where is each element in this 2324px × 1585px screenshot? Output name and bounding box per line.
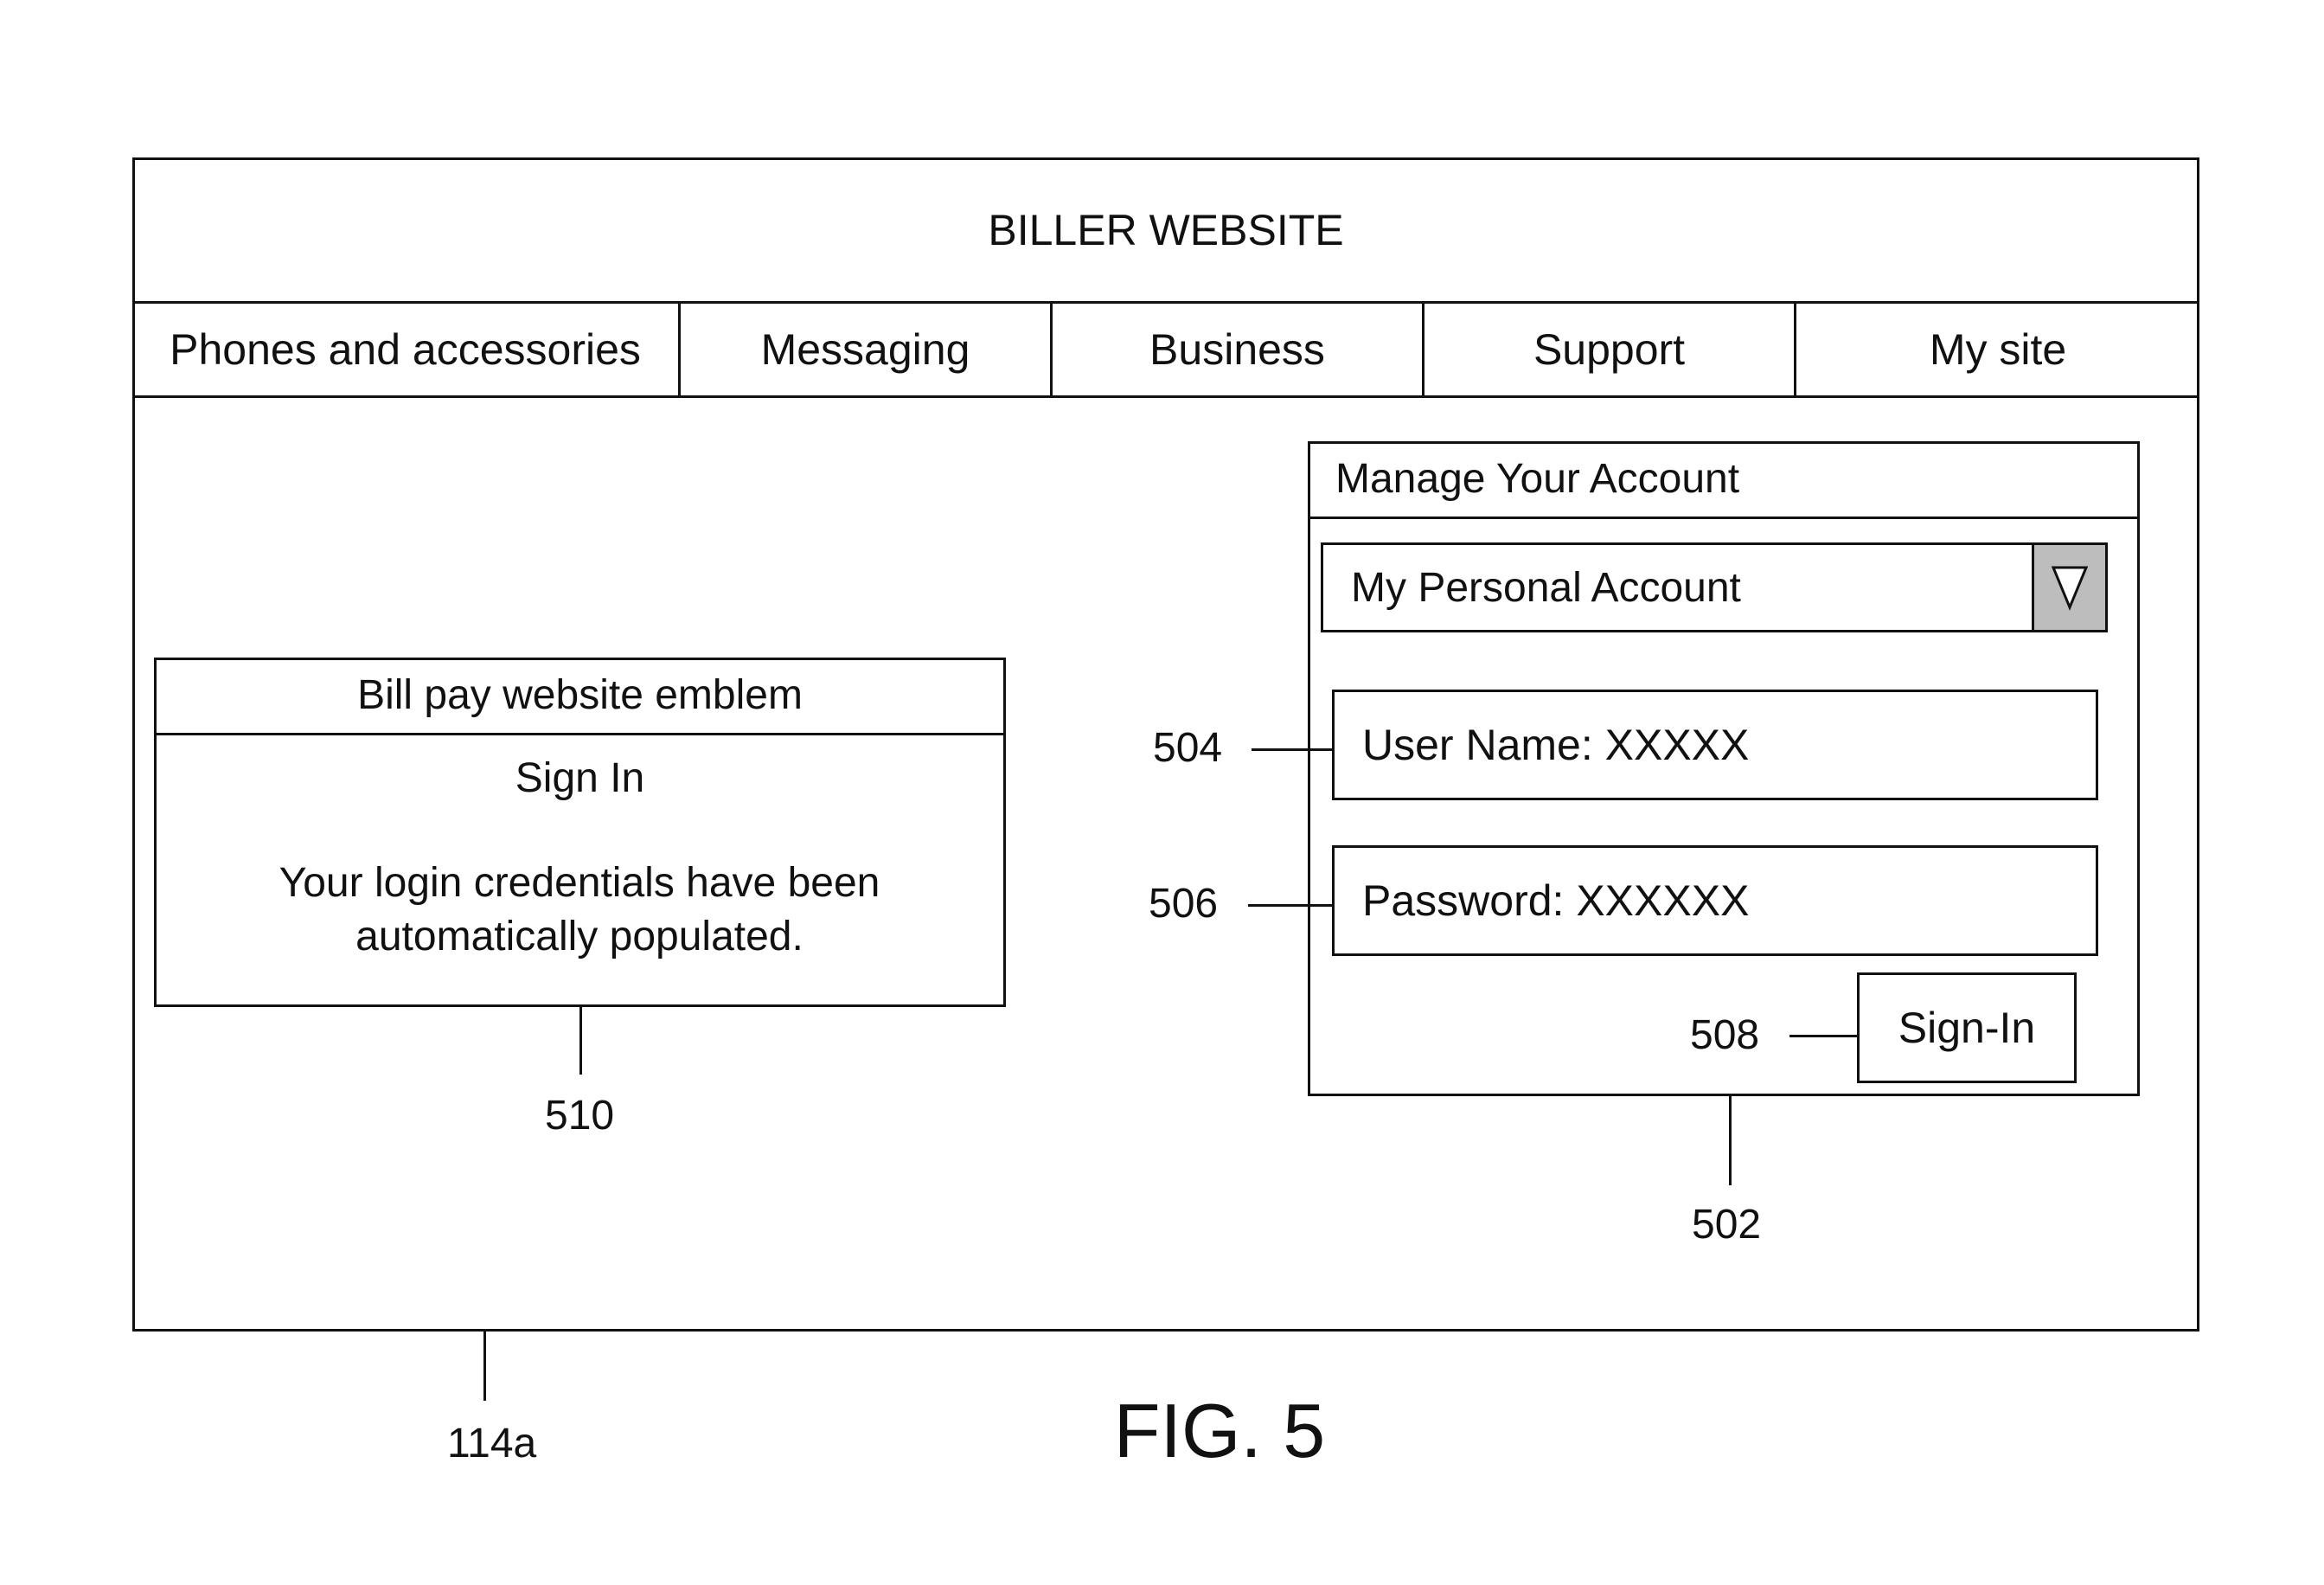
signin-message: Your login credentials have been automat… xyxy=(225,857,934,964)
nav-tab-label: Messaging xyxy=(761,324,970,375)
manage-account-title: Manage Your Account xyxy=(1308,441,2140,519)
leader-line-510 xyxy=(579,1007,582,1075)
ref-numeral-504: 504 xyxy=(1153,728,1222,769)
leader-line-114a xyxy=(483,1332,486,1401)
nav-tab-messaging[interactable]: Messaging xyxy=(678,304,1050,395)
nav-tab-support[interactable]: Support xyxy=(1422,304,1794,395)
nav-tab-label: Phones and accessories xyxy=(170,324,641,375)
nav-tab-label: My site xyxy=(1930,324,2066,375)
leader-line-508 xyxy=(1789,1035,1857,1037)
nav-tab-business[interactable]: Business xyxy=(1050,304,1422,395)
signin-button-label: Sign-In xyxy=(1898,1003,2035,1053)
account-type-selected-value: My Personal Account xyxy=(1351,564,1741,612)
signin-message-line-2: automatically populated. xyxy=(225,910,934,964)
manage-account-title-text: Manage Your Account xyxy=(1335,455,1739,503)
ref-numeral-114a: 114a xyxy=(447,1423,536,1465)
account-type-dropdown-button[interactable] xyxy=(2032,542,2108,632)
password-field-value: Password: XXXXXX xyxy=(1362,876,1749,926)
nav-tab-label: Support xyxy=(1533,324,1685,375)
nav-tab-label: Business xyxy=(1149,324,1325,375)
leader-line-504 xyxy=(1252,748,1332,751)
nav-tab-my-site[interactable]: My site xyxy=(1794,304,2199,395)
nav-bar: Phones and accessories Messaging Busines… xyxy=(132,301,2199,398)
leader-line-502 xyxy=(1729,1096,1732,1185)
username-field[interactable]: User Name: XXXXX xyxy=(1332,690,2098,800)
site-title-text: BILLER WEBSITE xyxy=(988,205,1343,255)
signin-button[interactable]: Sign-In xyxy=(1857,972,2077,1083)
nav-tab-phones-and-accessories[interactable]: Phones and accessories xyxy=(132,304,678,395)
bill-pay-emblem-text: Bill pay website emblem xyxy=(357,671,803,719)
signin-message-line-1: Your login credentials have been xyxy=(225,857,934,910)
triangle-down-outline-icon xyxy=(2051,564,2089,611)
site-title: BILLER WEBSITE xyxy=(132,157,2199,303)
ref-numeral-502: 502 xyxy=(1692,1204,1761,1246)
signin-heading: Sign In xyxy=(154,754,1006,806)
ref-numeral-506: 506 xyxy=(1149,883,1218,925)
username-field-value: User Name: XXXXX xyxy=(1362,720,1749,770)
password-field[interactable]: Password: XXXXXX xyxy=(1332,845,2098,956)
account-type-select[interactable]: My Personal Account xyxy=(1321,542,2108,632)
figure-caption: FIG. 5 xyxy=(1064,1393,1375,1469)
bill-pay-emblem: Bill pay website emblem xyxy=(154,658,1006,735)
leader-line-506 xyxy=(1248,904,1332,907)
ref-numeral-510: 510 xyxy=(545,1095,614,1137)
ref-numeral-508: 508 xyxy=(1690,1015,1759,1056)
